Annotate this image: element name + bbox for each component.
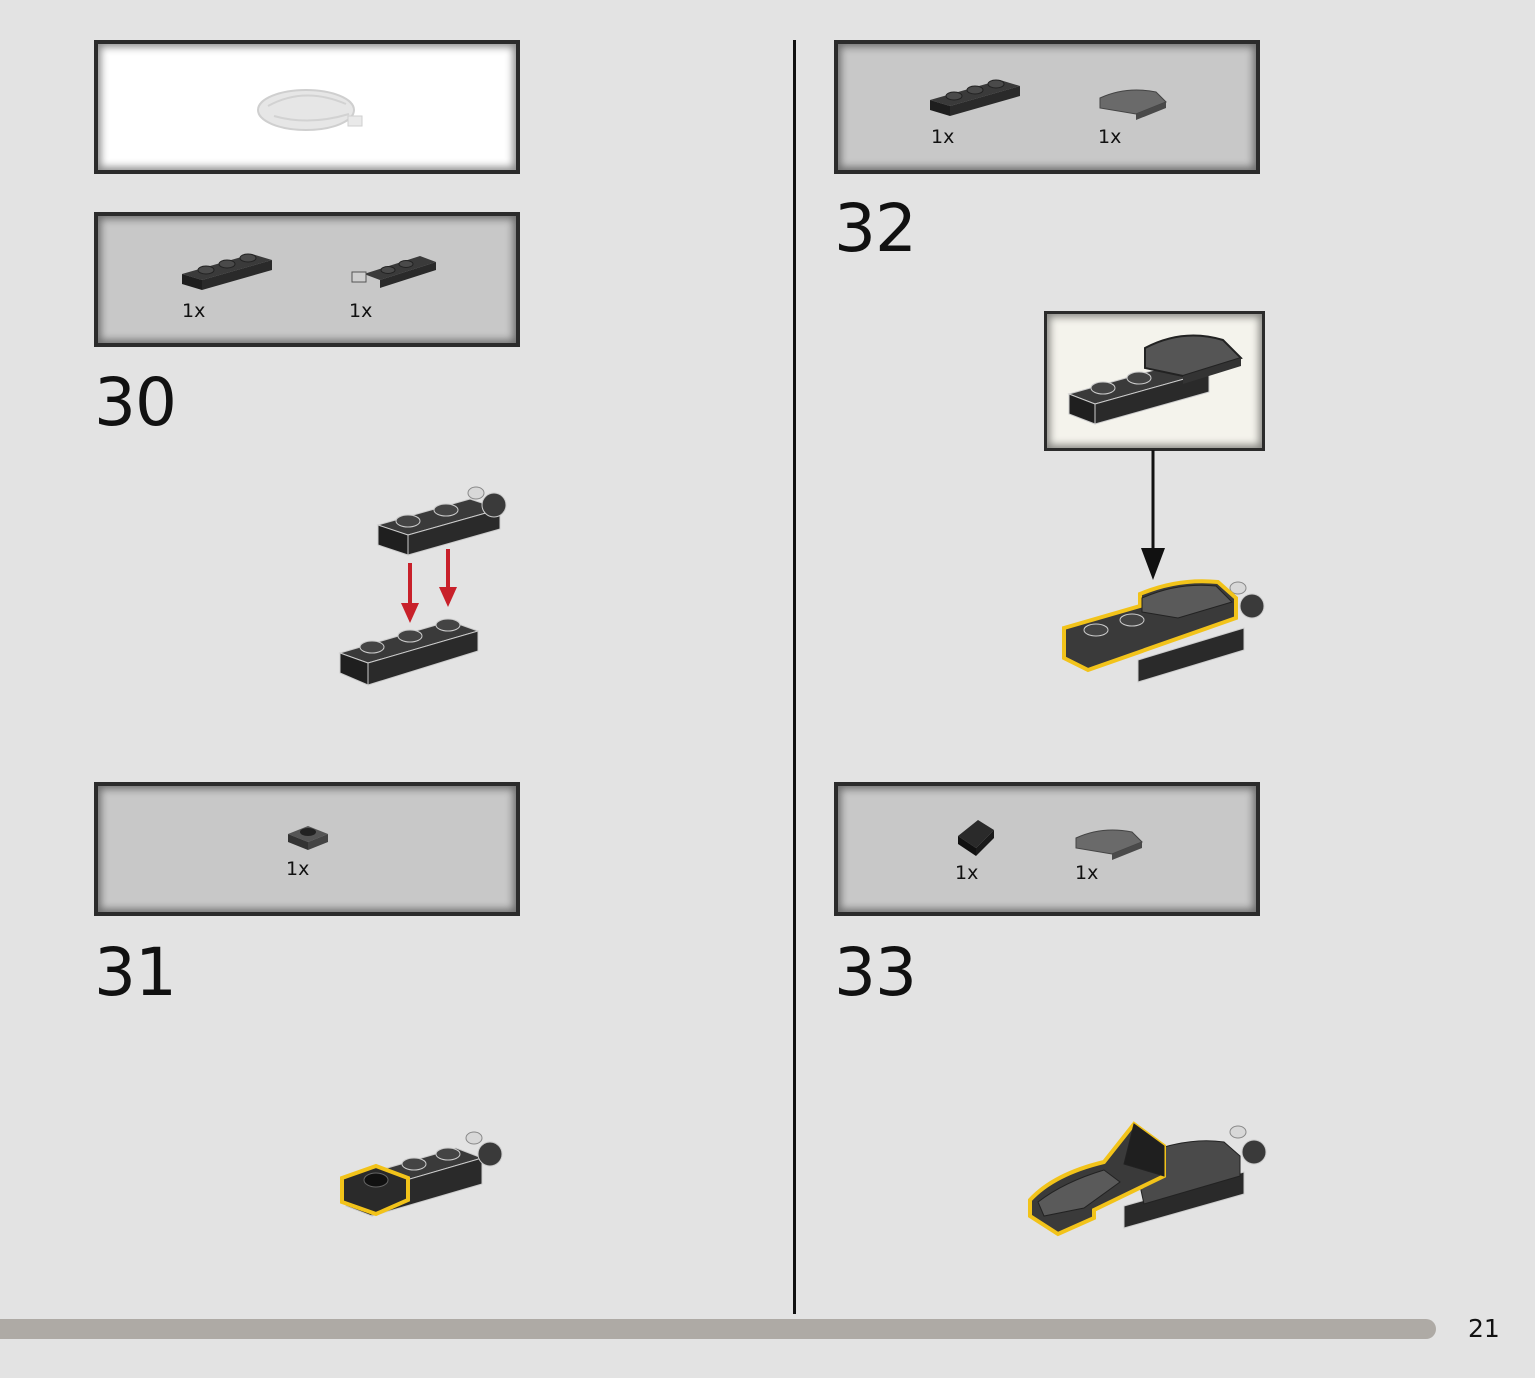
step-33-assembly (1028, 1121, 1267, 1237)
previous-model-icon (257, 89, 363, 131)
sub-assembly-icon (1067, 334, 1243, 425)
sub-assembly-callout (1044, 311, 1265, 451)
part-qty: 1x (955, 862, 979, 884)
step-number-31: 31 (94, 934, 177, 1011)
page-number: 21 (1468, 1314, 1500, 1343)
part-qty: 1x (349, 300, 373, 322)
curved-slope-icon (1099, 89, 1167, 120)
step-30-assembly (338, 486, 507, 686)
curved-slope-icon (1075, 829, 1143, 860)
parts-box-step-30: 1x 1x (94, 212, 520, 347)
part-qty: 1x (182, 300, 206, 322)
slope-1x1-icon (958, 820, 994, 856)
step-32-assembly (1062, 579, 1265, 683)
previous-model-box (94, 40, 520, 174)
plate-1x3-icon (182, 253, 272, 290)
hinge-plate-icon (351, 256, 436, 288)
part-qty: 1x (286, 858, 310, 880)
part-qty: 1x (1098, 126, 1122, 148)
page-divider (793, 40, 796, 1314)
step-number-32: 32 (834, 190, 917, 267)
parts-box-step-32: 1x 1x (834, 40, 1260, 174)
part-qty: 1x (931, 126, 955, 148)
round-plate-icon (288, 826, 328, 850)
page-footer-bar (0, 1319, 1436, 1339)
plate-1x3-icon (930, 79, 1020, 116)
step-number-30: 30 (94, 364, 177, 441)
part-qty: 1x (1075, 862, 1099, 884)
step-31-assembly (340, 1131, 503, 1217)
parts-box-step-33: 1x 1x (834, 782, 1260, 916)
step-number-33: 33 (834, 934, 917, 1011)
parts-box-step-31: 1x (94, 782, 520, 916)
step-32-arrow (1141, 450, 1165, 580)
